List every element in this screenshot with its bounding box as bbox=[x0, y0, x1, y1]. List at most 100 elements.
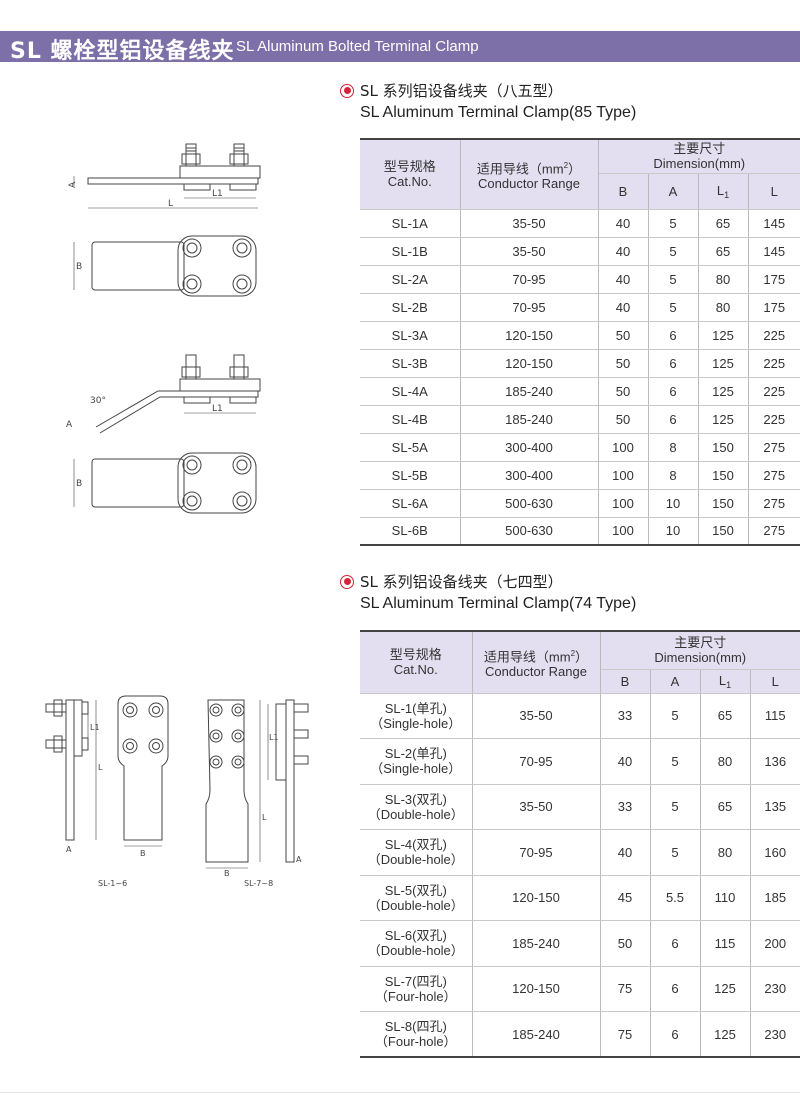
table-cell: 115 bbox=[700, 920, 751, 967]
dim-b-label: B bbox=[224, 869, 230, 878]
table-cell: 45 bbox=[600, 875, 651, 921]
table-cell: 100 bbox=[598, 461, 649, 490]
table-cell: SL-4B bbox=[360, 405, 461, 434]
table-cell: 6 bbox=[650, 1011, 701, 1058]
dim-a-label: A bbox=[296, 855, 302, 864]
bolt-head-icon bbox=[232, 455, 252, 475]
table-cell: 5 bbox=[648, 209, 699, 238]
dim-l1-label: L1 bbox=[212, 189, 223, 199]
col-conductor: 适用导线（mm2） Conductor Range bbox=[472, 630, 601, 694]
bullet-icon bbox=[340, 574, 354, 589]
section-85-title-en: SL Aluminum Terminal Clamp(85 Type) bbox=[360, 104, 637, 121]
table-cell: SL-6A bbox=[360, 489, 461, 518]
bolt-icon bbox=[229, 354, 249, 380]
bolt-head-icon bbox=[231, 703, 245, 717]
table-cell: 125 bbox=[698, 405, 749, 434]
model-code: SL-6(双孔) bbox=[384, 928, 447, 944]
col-l1: L1 bbox=[700, 669, 751, 694]
table-cell: SL-3B bbox=[360, 349, 461, 378]
table-cell: 65 bbox=[698, 237, 749, 266]
table-cell: 135 bbox=[750, 784, 800, 830]
bolt-head-icon bbox=[231, 755, 245, 769]
table-cell: 65 bbox=[700, 693, 751, 739]
col-l: L bbox=[750, 669, 800, 694]
table-cell: 150 bbox=[698, 461, 749, 490]
bolt-head-icon bbox=[182, 274, 202, 294]
table-cell: 145 bbox=[748, 237, 800, 266]
table-cell: 500-630 bbox=[460, 517, 599, 546]
table-cell: 5.5 bbox=[650, 875, 701, 921]
table-cell: SL-5B bbox=[360, 461, 461, 490]
table-cell: 65 bbox=[698, 209, 749, 238]
footer-bar bbox=[0, 1092, 800, 1106]
table-cell: 150 bbox=[698, 517, 749, 546]
model-type: （Double-hole） bbox=[367, 943, 464, 959]
col-b: B bbox=[600, 669, 651, 694]
model-code: SL-5(双孔) bbox=[384, 882, 447, 898]
table-cell: 50 bbox=[600, 920, 651, 967]
bolt-icon bbox=[229, 143, 249, 167]
table-cell: 80 bbox=[698, 293, 749, 322]
table-cell: 80 bbox=[700, 738, 751, 785]
dim-a-label: A bbox=[66, 845, 72, 854]
clamp-bent-view-drawing: 30° A L1 bbox=[66, 354, 261, 434]
table-cell: 5 bbox=[650, 829, 701, 876]
table-cell: 100 bbox=[598, 489, 649, 518]
table-cell: 125 bbox=[698, 349, 749, 378]
table-cell: 75 bbox=[600, 966, 651, 1012]
bolt-head-icon bbox=[232, 491, 252, 511]
clamp-sl7-8-drawing: B L1 L A SL-7~8 bbox=[205, 699, 309, 888]
model-type: （Double-hole） bbox=[367, 852, 464, 868]
table-cell: SL-2A bbox=[360, 265, 461, 294]
table-cell: 185 bbox=[750, 875, 800, 921]
bolt-icon bbox=[293, 729, 309, 739]
table-cell: 35-50 bbox=[472, 784, 601, 830]
table-cell: 230 bbox=[750, 966, 800, 1012]
table-cell: 5 bbox=[650, 784, 701, 830]
bolt-icon bbox=[45, 735, 89, 753]
table-cell: 100 bbox=[598, 433, 649, 462]
col-a: A bbox=[648, 173, 699, 210]
table-cell: 185-240 bbox=[472, 920, 601, 967]
table-cell: 40 bbox=[598, 265, 649, 294]
table-cell: 70-95 bbox=[460, 265, 599, 294]
bolt-icon bbox=[181, 354, 201, 380]
model-type: （Single-hole） bbox=[370, 761, 462, 777]
table-cell: 275 bbox=[748, 461, 800, 490]
table-cell: 175 bbox=[748, 265, 800, 294]
table-cell: 125 bbox=[700, 966, 751, 1012]
table-cell: SL-4A bbox=[360, 377, 461, 406]
col-l1: L1 bbox=[698, 173, 749, 210]
table-cell: 125 bbox=[698, 321, 749, 350]
table-cell: 6 bbox=[650, 920, 701, 967]
section-85-title-cn: SL 系列铝设备线夹（八五型） bbox=[360, 82, 563, 100]
table-cell-model: SL-8(四孔)（Four-hole） bbox=[360, 1011, 473, 1058]
model-type: （Four-hole） bbox=[374, 988, 457, 1004]
table-cell: 136 bbox=[750, 738, 800, 785]
table-cell: 33 bbox=[600, 784, 651, 830]
model-type: （Four-hole） bbox=[374, 1034, 457, 1049]
table-cell: 6 bbox=[650, 966, 701, 1012]
table-cell: SL-1B bbox=[360, 237, 461, 266]
table-cell: 50 bbox=[598, 349, 649, 378]
model-code: SL-4(双孔) bbox=[384, 837, 447, 853]
clamp-plate bbox=[87, 177, 259, 185]
table-cell: 110 bbox=[700, 875, 751, 921]
table-cell: 70-95 bbox=[472, 829, 601, 876]
table-cell: SL-1A bbox=[360, 209, 461, 238]
table-cell: 8 bbox=[648, 461, 699, 490]
table-cell: 100 bbox=[598, 517, 649, 546]
bolt-head-icon bbox=[209, 703, 223, 717]
